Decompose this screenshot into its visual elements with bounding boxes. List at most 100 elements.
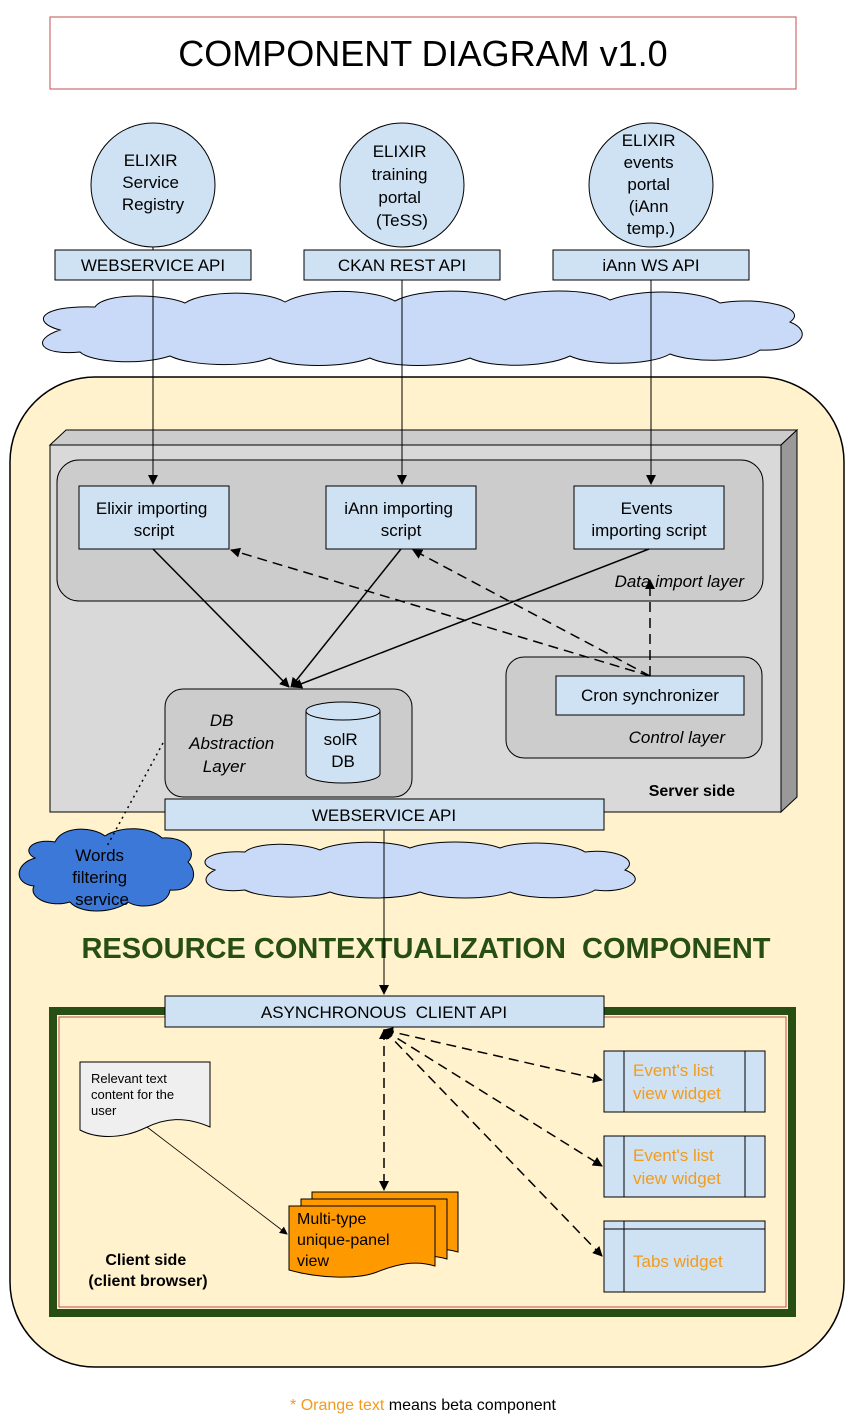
tabs-widget: Tabs widget xyxy=(603,1220,766,1293)
api-webservice-top: WEBSERVICE API xyxy=(54,249,252,281)
server-box-side-face xyxy=(780,428,798,814)
words-filter-label: Words xyxy=(75,846,124,865)
footnote-text: means beta component xyxy=(384,1397,556,1414)
component-name: RESOURCE CONTEXTUALIZATION COMPONENT xyxy=(81,933,770,965)
api-label: iAnn WS API xyxy=(602,256,699,275)
relevant-text-label: user xyxy=(91,1103,117,1118)
script-label: script xyxy=(381,521,422,540)
script-label: script xyxy=(134,521,175,540)
relevant-text-label: Relevant text xyxy=(91,1071,167,1086)
solr-db-cylinder: solR DB xyxy=(305,701,381,784)
script-label: Elixir importing xyxy=(96,499,207,518)
source-events-portal: ELIXIR events portal (iAnn temp.) xyxy=(588,122,714,248)
words-filtering-cloud xyxy=(18,828,194,912)
source-label: Service xyxy=(122,173,179,192)
svg-text:iAnn importing script: iAnn importing script xyxy=(344,499,457,540)
async-client-api xyxy=(164,995,605,1028)
svg-text:Relevant text content for: Relevant text content for the user xyxy=(91,1071,178,1118)
svg-text:Events importing script: Events importing script xyxy=(591,499,707,540)
events-importing-script: Events importing script xyxy=(573,485,725,550)
db-abstraction-label: Abstraction xyxy=(188,734,274,753)
solr-label: DB xyxy=(331,752,355,771)
connector xyxy=(152,548,290,688)
api-label: WEBSERVICE API xyxy=(81,256,225,275)
source-label: temp.) xyxy=(627,219,675,238)
connector xyxy=(383,1029,603,1257)
internet-cloud-top xyxy=(42,290,803,366)
source-label: (iAnn xyxy=(629,197,669,216)
widget-label: Tabs widget xyxy=(633,1252,723,1271)
server-side-label: Server side xyxy=(649,783,735,800)
connector xyxy=(146,1126,288,1235)
widget-label: view widget xyxy=(633,1169,721,1188)
source-label: events xyxy=(624,153,674,172)
title-box xyxy=(49,16,797,90)
server-box-top-face xyxy=(48,429,799,446)
client-side-label: (client browser) xyxy=(88,1273,207,1290)
connector xyxy=(290,548,402,688)
cron-synchronizer-label: Cron synchronizer xyxy=(581,686,719,705)
source-tess-portal: ELIXIR training portal (TeSS) xyxy=(339,122,465,248)
client-side-label: Client side xyxy=(105,1252,186,1269)
relevant-text-document xyxy=(79,1061,211,1137)
async-client-api-label: ASYNCHRONOUS CLIENT API xyxy=(261,1003,507,1022)
solr-label: solR xyxy=(324,730,358,749)
svg-text:Words filtering servic: Words filtering service xyxy=(72,846,132,909)
multi-panel-label: view xyxy=(297,1253,329,1270)
multi-panel-label: unique-panel xyxy=(297,1232,390,1249)
script-label: importing script xyxy=(591,521,707,540)
control-layer-label: Control layer xyxy=(629,728,727,747)
api-label: CKAN REST API xyxy=(338,256,466,275)
script-label: iAnn importing xyxy=(344,499,453,518)
api-iann-ws: iAnn WS API xyxy=(552,249,750,281)
internet-cloud-middle xyxy=(204,841,636,899)
footnote-star: * Orange text xyxy=(290,1397,385,1414)
relevant-text-label: content for the xyxy=(91,1087,174,1102)
source-label: Registry xyxy=(122,195,185,214)
script-label: Events xyxy=(621,499,673,518)
svg-text:ELIXIR Service Reg: ELIXIR Service Registry xyxy=(122,151,185,214)
svg-text:Client side (client browse: Client side (client browser) xyxy=(88,1252,207,1290)
svg-text:solR DB: solR DB xyxy=(324,730,363,771)
db-abstraction-label: DB xyxy=(210,711,234,730)
multi-type-panel-view: Multi-type unique-panel view xyxy=(288,1191,459,1278)
svg-text:ELIXIR training po: ELIXIR training portal (TeSS) xyxy=(372,142,433,230)
words-filter-label: filtering xyxy=(72,868,127,887)
page-title: COMPONENT DIAGRAM v1.0 xyxy=(178,33,667,74)
source-label: ELIXIR xyxy=(124,151,178,170)
svg-text:Event's list view widget: Event's list view widget xyxy=(633,1146,721,1188)
cron-synchronizer xyxy=(555,675,745,716)
connector xyxy=(105,742,164,849)
svg-text:DB Abstraction Layer: DB Abstraction Layer xyxy=(188,711,279,776)
source-label: ELIXIR xyxy=(373,142,427,161)
source-label: portal xyxy=(378,188,421,207)
webservice-api-label: WEBSERVICE API xyxy=(312,806,456,825)
source-elixir-registry: ELIXIR Service Registry xyxy=(90,122,216,248)
source-label: training xyxy=(372,165,428,184)
iann-importing-script: iAnn importing script xyxy=(325,485,477,550)
elixir-importing-script: Elixir importing script xyxy=(78,485,230,550)
source-label: portal xyxy=(627,175,670,194)
webservice-api-server xyxy=(164,798,605,831)
source-label: (TeSS) xyxy=(376,211,428,230)
multi-panel-label: Multi-type xyxy=(297,1211,366,1228)
svg-text:ELIXIR events port: ELIXIR events portal (iAnn temp.) xyxy=(622,131,681,238)
widget-label: Event's list xyxy=(633,1146,714,1165)
svg-text:Event's list view widget: Event's list view widget xyxy=(633,1061,721,1103)
connector xyxy=(412,549,651,677)
data-import-layer-label: Data import layer xyxy=(615,572,746,591)
db-abstraction-label: Layer xyxy=(203,757,247,776)
words-filter-label: service xyxy=(75,890,129,909)
connector xyxy=(292,548,650,689)
source-label: ELIXIR xyxy=(622,131,676,150)
svg-text:Elixir importing script: Elixir importing script xyxy=(96,499,212,540)
widget-label: view widget xyxy=(633,1084,721,1103)
svg-text:Multi-type unique-panel: Multi-type unique-panel view xyxy=(297,1211,394,1270)
widget-label: Event's list xyxy=(633,1061,714,1080)
events-list-widget-2: Event's list view widget xyxy=(603,1135,766,1198)
api-ckan-rest: CKAN REST API xyxy=(303,249,501,281)
connector xyxy=(230,547,651,677)
events-list-widget-1: Event's list view widget xyxy=(603,1050,766,1113)
svg-text:* Orange text means beta compo: * Orange text means beta component xyxy=(290,1397,557,1414)
